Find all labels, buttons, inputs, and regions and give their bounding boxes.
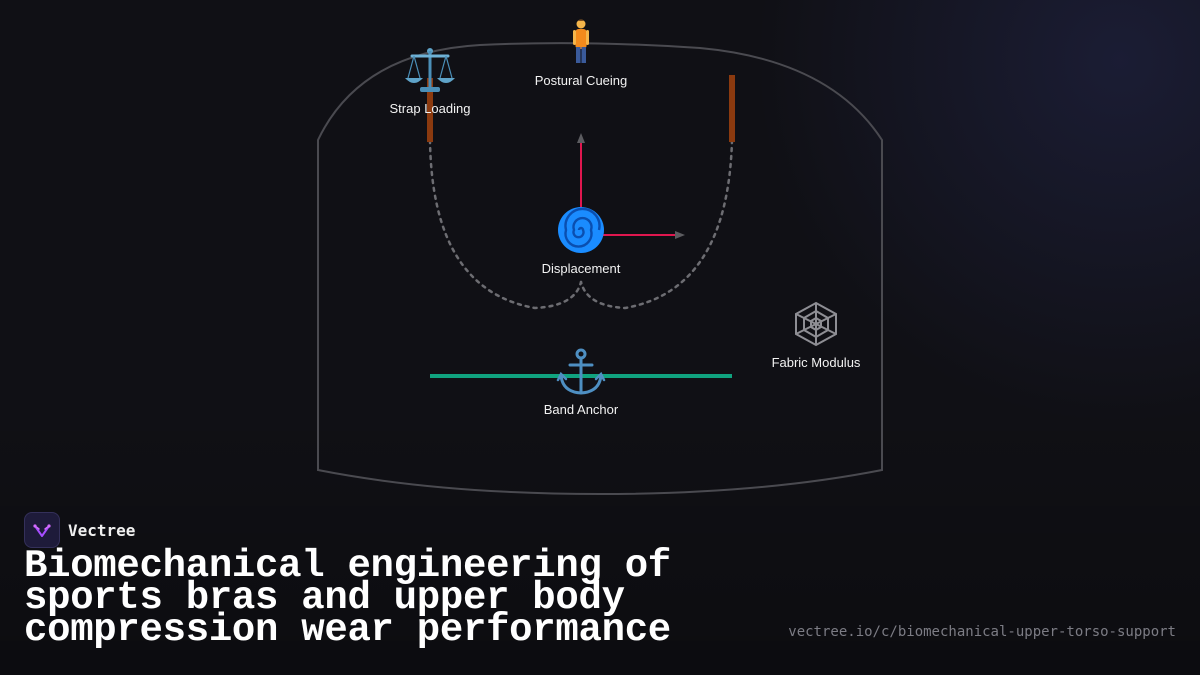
node-fabric-modulus: Fabric Modulus — [772, 301, 861, 370]
balance-scale-icon — [405, 48, 455, 92]
displacement-label: Displacement — [542, 261, 621, 276]
node-strap-loading: Strap Loading — [390, 48, 471, 116]
band-anchor-label: Band Anchor — [544, 402, 619, 417]
anchor-icon — [556, 348, 606, 395]
postural-cueing-label: Postural Cueing — [535, 73, 628, 88]
person-standing-icon — [573, 19, 589, 63]
brand[interactable]: Vectree — [24, 512, 135, 548]
right-cup-outline — [579, 138, 734, 310]
torso-outline — [317, 42, 883, 496]
page-url[interactable]: vectree.io/c/biomechanical-upper-torso-s… — [788, 624, 1176, 640]
spider-web-icon — [795, 301, 837, 347]
node-postural-cueing: Postural Cueing — [535, 19, 628, 88]
node-band-anchor: Band Anchor — [544, 348, 619, 417]
node-displacement: Displacement — [542, 207, 621, 276]
spiral-icon — [558, 207, 604, 253]
strap-loading-label: Strap Loading — [390, 101, 471, 116]
page-title: Biomechanical engineering of sports bras… — [24, 544, 671, 652]
vectree-logo-icon — [24, 512, 60, 548]
fabric-modulus-label: Fabric Modulus — [772, 355, 861, 370]
left-cup-outline — [428, 138, 583, 310]
brand-name: Vectree — [68, 520, 136, 540]
